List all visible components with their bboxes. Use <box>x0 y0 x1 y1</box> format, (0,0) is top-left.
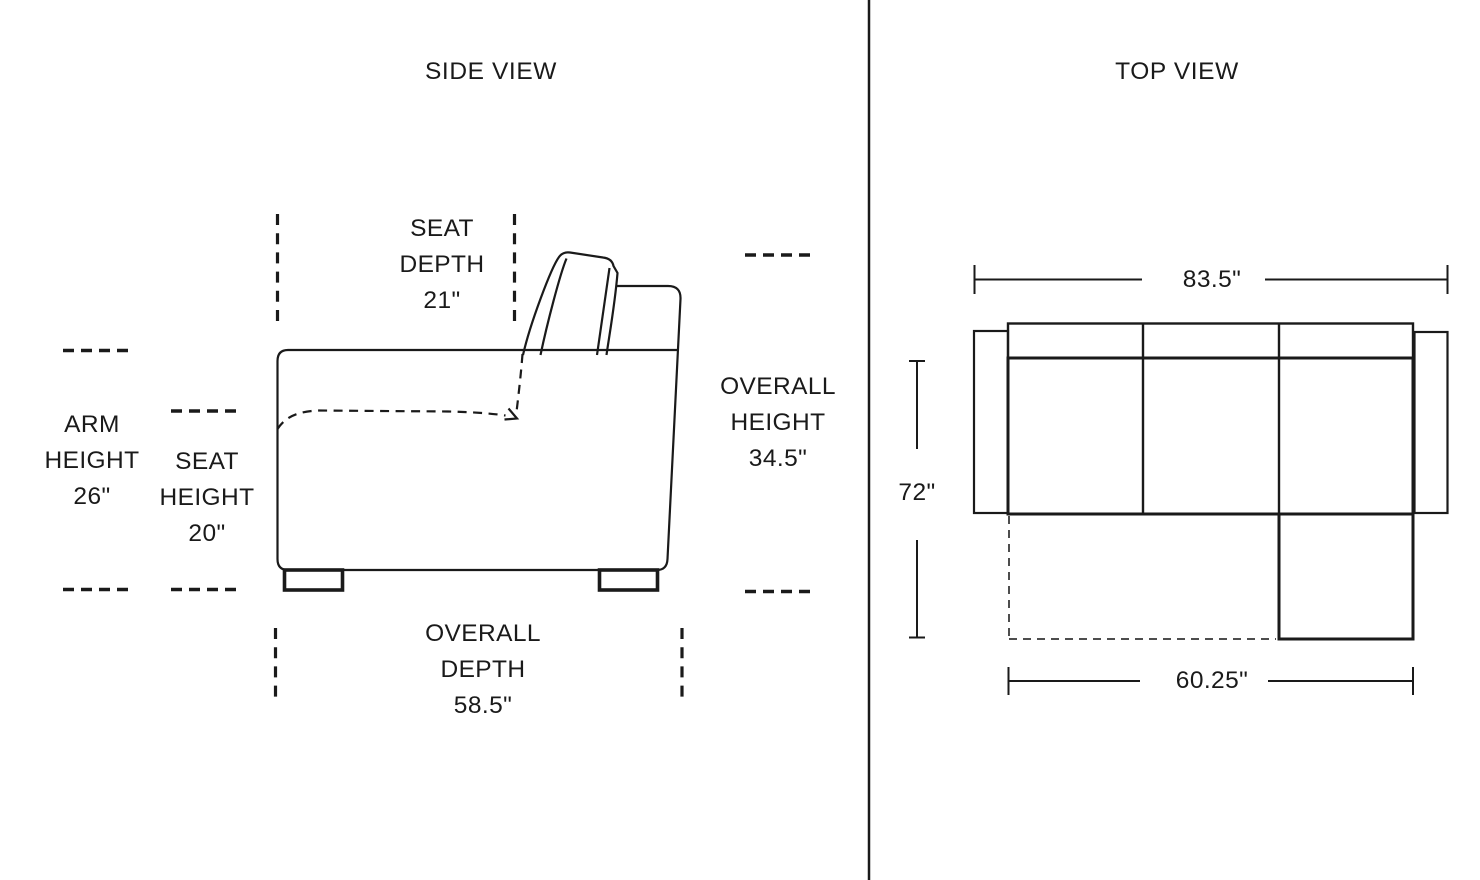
label-line: HEIGHT <box>159 484 255 511</box>
side-left-foot <box>282 568 345 592</box>
label-line: DEPTH <box>440 656 526 683</box>
top-seat-area <box>1006 356 1415 516</box>
top-footprint-dashed <box>1008 516 1276 640</box>
dim-chaise-side-width <box>1007 667 1414 695</box>
top-chaise <box>1277 512 1415 641</box>
label-line: 26" <box>73 483 111 510</box>
side-back-cushion-left-seam <box>539 258 568 356</box>
label-line: 34.5" <box>748 445 808 472</box>
overall-height-label: OVERALL HEIGHT 34.5" <box>720 369 836 477</box>
top-right-arm <box>1413 330 1449 515</box>
label-line: OVERALL <box>720 373 836 400</box>
label-line: HEIGHT <box>44 447 140 474</box>
dim-overall-width <box>973 265 1449 294</box>
dim-overall-depth-chaise <box>909 360 925 639</box>
label-line: DEPTH <box>399 251 485 278</box>
side-back-cushion <box>521 251 619 356</box>
arm-height-label: ARM HEIGHT 26" <box>45 407 140 515</box>
seat-depth-label: SEAT DEPTH 21" <box>399 211 484 319</box>
side-view-title: SIDE VIEW <box>424 58 558 85</box>
label-line: 58.5" <box>453 692 513 719</box>
label-line: ARM <box>64 411 120 438</box>
top-backrest-band <box>1006 322 1415 360</box>
label-line: SEAT <box>410 215 474 242</box>
label-line: OVERALL <box>425 620 541 647</box>
label-line: 21" <box>423 287 461 314</box>
side-right-foot <box>597 568 660 592</box>
top-left-arm <box>972 329 1010 515</box>
label-line: 20" <box>188 520 226 547</box>
seat-height-label: SEAT HEIGHT 20" <box>160 444 255 552</box>
overall-width-value: 83.5" <box>1182 266 1242 293</box>
chaise-side-width-value: 60.25" <box>1175 667 1249 694</box>
side-seat-contour-dashed <box>276 353 524 430</box>
label-line: SEAT <box>175 448 239 475</box>
side-sofa-body <box>276 284 682 572</box>
level-marker-dashes <box>63 253 810 594</box>
label-line: HEIGHT <box>730 409 826 436</box>
overall-depth-extension-lines <box>273 628 684 698</box>
overall-depth-chaise-value: 72" <box>898 479 936 506</box>
overall-depth-label: OVERALL DEPTH 58.5" <box>425 616 541 724</box>
top-view-title: TOP VIEW <box>1115 58 1239 85</box>
contour-arrowhead <box>504 407 520 421</box>
side-back-cushion-right-seam <box>595 267 611 356</box>
